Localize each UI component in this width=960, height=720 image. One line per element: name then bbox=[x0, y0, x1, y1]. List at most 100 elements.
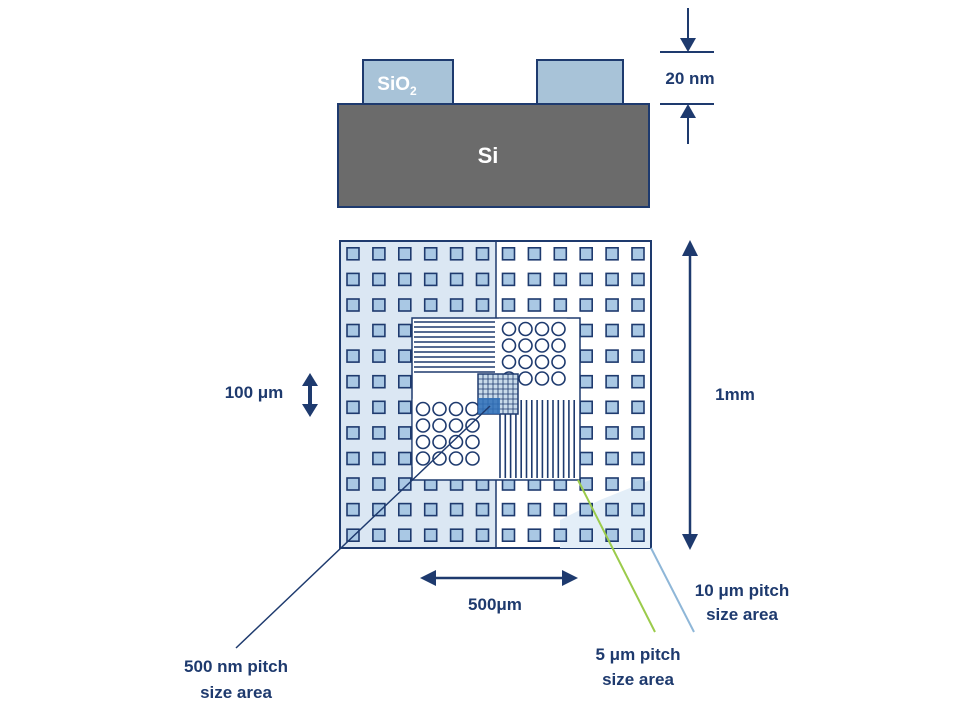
square-pad bbox=[397, 272, 412, 287]
square-pad bbox=[372, 349, 386, 363]
square-pad bbox=[475, 298, 490, 312]
square-pad bbox=[397, 247, 412, 261]
square-pad bbox=[397, 374, 412, 389]
square-pad bbox=[631, 477, 645, 491]
thickness-indicator bbox=[660, 8, 714, 144]
square-pad bbox=[449, 272, 464, 287]
thickness-arrow-top-head bbox=[680, 38, 696, 52]
square-pad bbox=[397, 528, 412, 543]
square-pad bbox=[501, 528, 516, 543]
square-pad bbox=[579, 400, 594, 415]
square-pad bbox=[397, 349, 412, 363]
circle-pad bbox=[551, 371, 566, 386]
square-pad bbox=[346, 502, 360, 517]
square-pad bbox=[346, 528, 360, 543]
square-pad bbox=[475, 272, 490, 287]
half-width-label: 500μm bbox=[468, 595, 522, 614]
square-pad bbox=[501, 247, 516, 261]
square-pad bbox=[423, 247, 438, 261]
circle-pad bbox=[465, 418, 480, 433]
circle-pad bbox=[501, 338, 517, 353]
callout-500nm-label-line1: 500 nm pitch bbox=[184, 657, 288, 676]
square-pad bbox=[449, 247, 464, 261]
square-pad bbox=[475, 247, 490, 261]
square-pad bbox=[397, 323, 412, 338]
test-chip bbox=[339, 240, 652, 549]
square-pad bbox=[346, 349, 360, 363]
square-pad bbox=[346, 298, 360, 312]
square-pad bbox=[372, 451, 386, 466]
sio2-block-left bbox=[362, 59, 454, 105]
cross-section: SiO2 Si 20 nm bbox=[337, 8, 715, 208]
circle-pad bbox=[432, 418, 447, 433]
square-pad bbox=[372, 374, 386, 389]
callout-5um-label-line1: 5 μm pitch bbox=[595, 645, 680, 664]
square-pad bbox=[527, 298, 542, 312]
horizontal-line-grating bbox=[413, 319, 496, 374]
square-pad bbox=[397, 298, 412, 312]
square-pad bbox=[605, 323, 619, 338]
square-pad bbox=[579, 451, 594, 466]
circle-pad bbox=[534, 371, 550, 386]
square-pad bbox=[397, 502, 412, 517]
square-pad bbox=[527, 272, 542, 287]
circle-pad bbox=[448, 401, 464, 417]
arrow-100um-top-head bbox=[302, 373, 318, 386]
square-pad bbox=[605, 477, 619, 491]
square-pad bbox=[631, 400, 645, 415]
square-pad bbox=[372, 323, 386, 338]
square-pad bbox=[449, 502, 464, 517]
square-pad bbox=[553, 528, 568, 543]
dimension-100um bbox=[302, 373, 318, 417]
chip-size-label: 1mm bbox=[715, 385, 755, 404]
square-pad bbox=[579, 374, 594, 389]
square-pad bbox=[631, 426, 645, 440]
square-pad bbox=[605, 502, 619, 517]
si-substrate bbox=[337, 103, 650, 208]
circle-pad bbox=[551, 321, 566, 337]
circle-pad bbox=[518, 354, 533, 370]
square-pad bbox=[397, 426, 412, 440]
square-pad bbox=[346, 323, 360, 338]
dimension-1mm bbox=[682, 240, 698, 550]
circle-pad bbox=[432, 434, 447, 450]
sio2-label: SiO2 bbox=[377, 74, 417, 98]
callout-10um-label-line1: 10 μm pitch bbox=[695, 581, 789, 600]
square-pad bbox=[372, 247, 386, 261]
square-pad bbox=[605, 272, 619, 287]
callout-10um-label-line2: size area bbox=[706, 605, 778, 624]
square-pad bbox=[631, 298, 645, 312]
thickness-label: 20 nm bbox=[665, 69, 714, 88]
square-pad bbox=[346, 247, 360, 261]
circle-pad bbox=[551, 354, 566, 370]
square-pad bbox=[605, 451, 619, 466]
square-pad bbox=[372, 477, 386, 491]
square-pad bbox=[397, 451, 412, 466]
square-pad bbox=[605, 400, 619, 415]
callout-500nm-label-line2: size area bbox=[200, 683, 272, 702]
square-pad bbox=[372, 400, 386, 415]
square-pad bbox=[605, 298, 619, 312]
circle-pad bbox=[518, 338, 533, 353]
square-pad bbox=[605, 349, 619, 363]
arrow-1mm-bottom-head bbox=[682, 534, 698, 550]
square-pad bbox=[579, 247, 594, 261]
square-pad bbox=[631, 374, 645, 389]
square-pad bbox=[553, 272, 568, 287]
circle-pad bbox=[551, 338, 566, 353]
square-pad bbox=[346, 272, 360, 287]
square-pad bbox=[372, 298, 386, 312]
square-pad bbox=[372, 272, 386, 287]
square-pad bbox=[346, 374, 360, 389]
square-pad bbox=[346, 426, 360, 440]
circle-pad bbox=[534, 354, 550, 370]
square-pad bbox=[631, 323, 645, 338]
dimension-500um bbox=[420, 570, 578, 586]
square-pad bbox=[372, 426, 386, 440]
square-pad bbox=[423, 272, 438, 287]
square-pad bbox=[346, 477, 360, 491]
square-pad bbox=[631, 349, 645, 363]
square-pad bbox=[579, 272, 594, 287]
square-pad bbox=[579, 528, 594, 543]
square-pad bbox=[423, 528, 438, 543]
